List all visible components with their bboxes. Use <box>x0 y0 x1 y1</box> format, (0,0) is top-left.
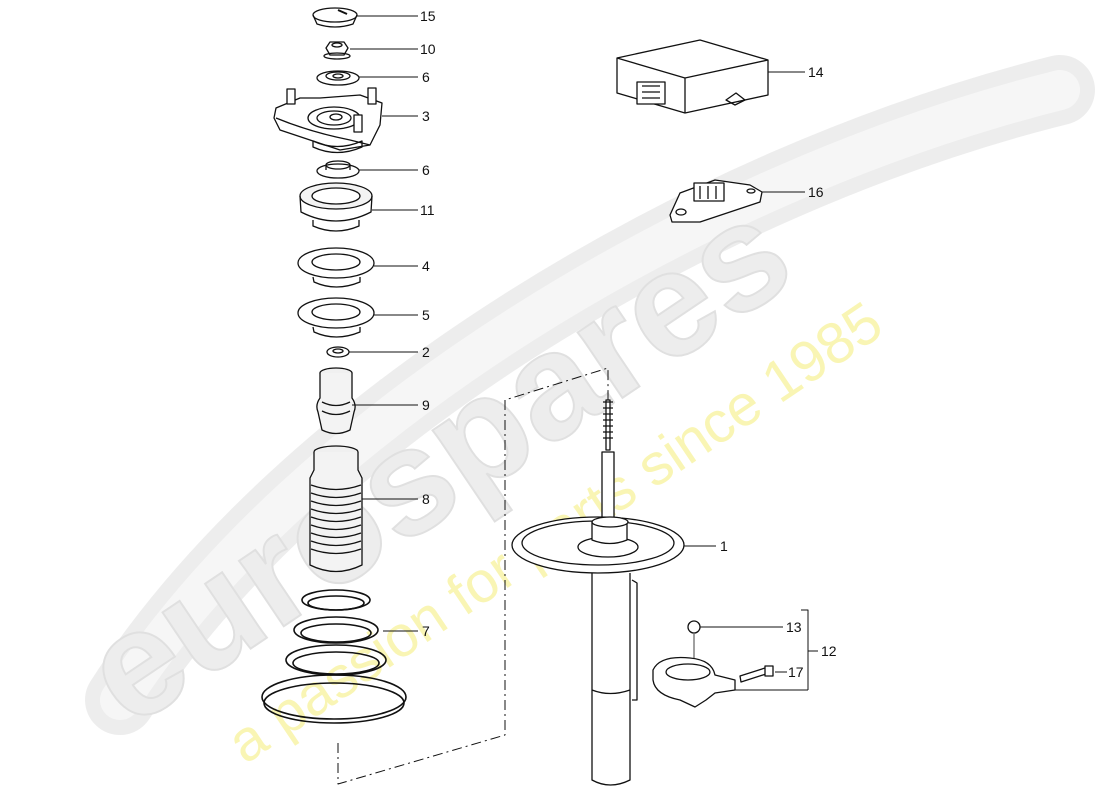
callout-3[interactable]: 3 <box>422 108 430 124</box>
part-washer-6a[interactable] <box>316 70 360 86</box>
callout-11[interactable]: 11 <box>420 202 435 218</box>
callout-15[interactable]: 15 <box>420 8 436 24</box>
part-nut-13[interactable] <box>687 620 701 658</box>
part-washer-6b[interactable] <box>316 160 360 179</box>
part-sensor-16[interactable] <box>669 179 763 223</box>
part-bolt-17[interactable] <box>739 665 774 683</box>
part-strut-mount-3[interactable] <box>273 87 383 154</box>
callout-1[interactable]: 1 <box>720 538 728 554</box>
callout-9[interactable]: 9 <box>422 397 430 413</box>
part-coil-spring-7[interactable] <box>261 589 407 724</box>
leader-lines <box>349 15 818 691</box>
part-washer-2[interactable] <box>326 346 350 358</box>
callout-5[interactable]: 5 <box>422 307 430 323</box>
callout-17[interactable]: 17 <box>788 664 804 680</box>
callout-6-upper[interactable]: 6 <box>422 69 430 85</box>
callout-12[interactable]: 12 <box>821 643 837 659</box>
part-nut-10[interactable] <box>323 41 351 60</box>
part-spring-seat-4[interactable] <box>297 247 375 288</box>
part-spring-seat-5[interactable] <box>297 297 375 338</box>
callout-7[interactable]: 7 <box>422 623 430 639</box>
callout-4[interactable]: 4 <box>422 258 430 274</box>
part-bearing-11[interactable] <box>299 182 373 232</box>
callout-2[interactable]: 2 <box>422 344 430 360</box>
callout-13[interactable]: 13 <box>786 619 802 635</box>
callout-16[interactable]: 16 <box>808 184 824 200</box>
part-shock-absorber-1[interactable] <box>511 399 685 786</box>
part-cap-15[interactable] <box>312 7 358 28</box>
callout-14[interactable]: 14 <box>808 64 824 80</box>
callout-6-lower[interactable]: 6 <box>422 162 430 178</box>
callout-8[interactable]: 8 <box>422 491 430 507</box>
part-control-unit-14[interactable] <box>616 39 769 114</box>
part-clamp-12[interactable] <box>652 656 736 708</box>
callout-10[interactable]: 10 <box>420 41 436 57</box>
assembly-guide-lines <box>337 367 609 785</box>
part-bump-stop-9[interactable] <box>316 367 356 435</box>
part-boot-8[interactable] <box>309 445 363 573</box>
